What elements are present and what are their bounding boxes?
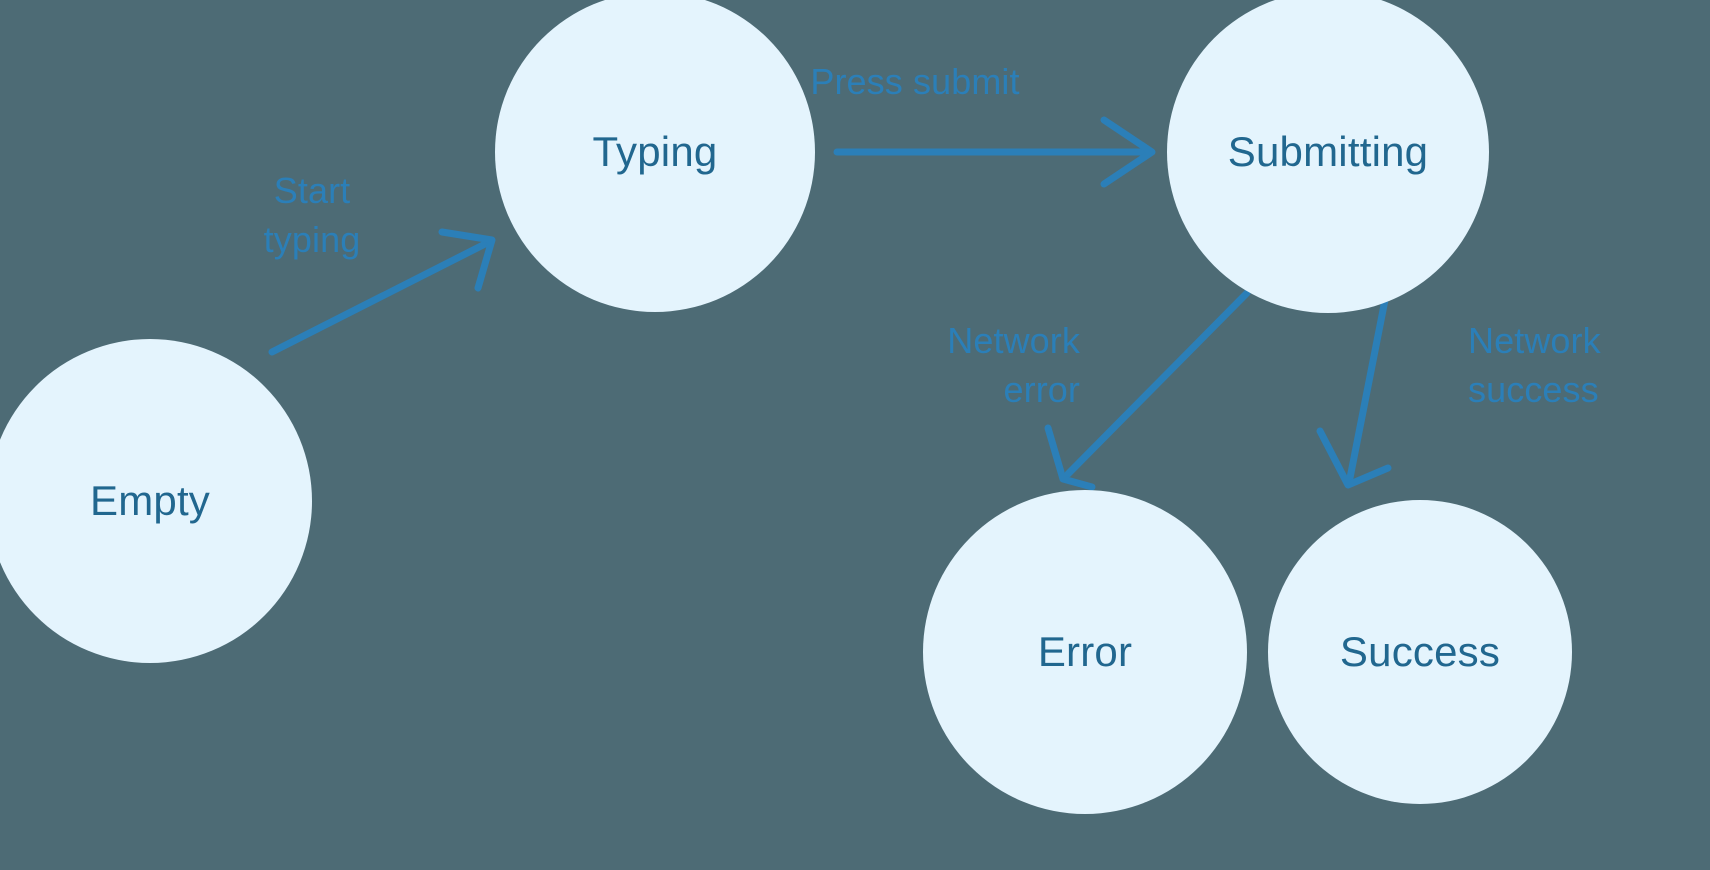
state-label-typing: Typing (592, 128, 718, 175)
state-label-error: Error (1037, 628, 1133, 675)
state-label-empty: Empty (89, 477, 211, 524)
state-node-typing[interactable]: Typing (495, 0, 815, 312)
edge-label-start-typing: Start typing (263, 170, 361, 260)
edge-label-network-error: Network error (947, 320, 1080, 410)
state-label-submitting: Submitting (1227, 128, 1429, 175)
state-node-success[interactable]: Success (1268, 500, 1572, 804)
state-node-empty[interactable]: Empty (0, 339, 312, 663)
edge-submitting-to-success (1316, 296, 1392, 489)
edge-label-press-submit: Press submit (810, 61, 1020, 102)
edge-typing-to-submitting (833, 116, 1156, 188)
state-node-submitting[interactable]: Submitting (1167, 0, 1489, 313)
state-label-success: Success (1339, 628, 1501, 675)
edge-label-network-success: Network success (1468, 320, 1601, 410)
state-node-error[interactable]: Error (923, 490, 1247, 814)
